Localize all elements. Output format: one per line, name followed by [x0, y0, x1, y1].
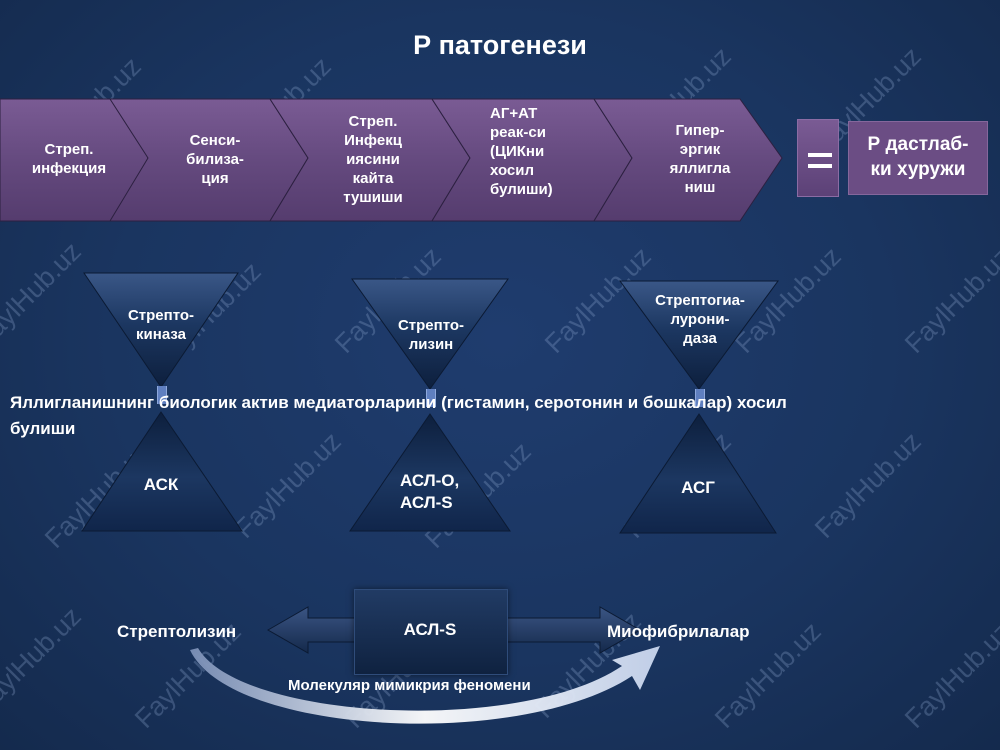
myofibrils-label: Миофибрилалар: [607, 622, 750, 641]
connector-1: [157, 386, 167, 404]
connector-3: [695, 389, 705, 407]
mimicry-arc: [190, 646, 660, 724]
page-title: Р патогенези: [413, 30, 587, 60]
triangle-down-3: [619, 280, 779, 390]
chevron-5-label: Гипер- эргик яллигла ниш: [669, 122, 731, 196]
triangle-up-1: [81, 411, 243, 532]
mediator-text-line1: Яллигланишнинг биологик актив медиаторла…: [10, 393, 787, 412]
connector-2: [426, 389, 436, 407]
triangle-up-2: [349, 413, 511, 532]
chevron-4-label: АГ+АТ реак-си (ЦИКни хосил булиши): [490, 105, 553, 198]
asl-s-label: АСЛ-S: [403, 620, 457, 639]
chevron-2-label: Сенси- билиза- ция: [186, 132, 244, 187]
chevron-3-label: Стреп. Инфекц иясини кайта тушиши: [343, 113, 403, 206]
equals-icon: [808, 153, 832, 157]
chevron-5: [593, 98, 783, 222]
antibody-1-label: АСК: [143, 475, 179, 494]
antibody-3-label: АСГ: [681, 478, 715, 497]
triangle-up-3: [619, 413, 777, 534]
enzyme-1-label: Стрепто- киназа: [127, 307, 195, 343]
mediator-text-line2: булиши: [10, 419, 76, 438]
antibody-2-label: АСЛ-О, АСЛ-S: [400, 471, 460, 512]
triangle-down-1: [83, 272, 239, 388]
streptolysin-label: Стрептолизин: [117, 622, 237, 641]
chevron-1-label: Стреп. инфекция: [31, 141, 107, 177]
enzyme-3-label: Стрептогиа- лурони- даза: [655, 292, 745, 347]
result-box: Р дастлаб- ки хуружи: [848, 121, 988, 195]
enzyme-2-label: Стрепто- лизин: [397, 317, 465, 353]
mimicry-caption: Молекуляр мимикрия феномени: [288, 677, 531, 694]
asl-s-box: [354, 589, 508, 675]
equals-icon: [808, 164, 832, 168]
triangle-down-2: [351, 278, 509, 390]
equals-box: [797, 119, 839, 197]
